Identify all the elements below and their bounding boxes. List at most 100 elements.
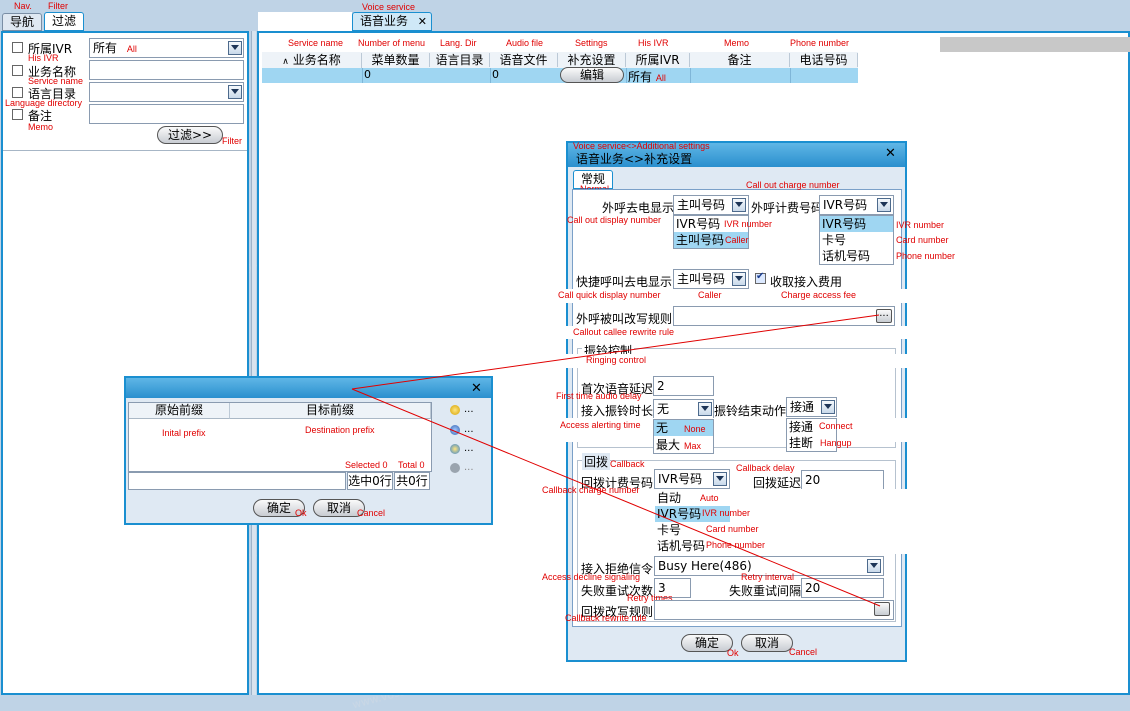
dropdown-option[interactable]: 话机号码 [820,248,893,264]
col-label: 原始前缀 [154,403,203,417]
annotation: All [126,44,137,54]
tab-normal[interactable]: 常规 [573,170,613,189]
dropdown-option[interactable]: IVR号码 [674,216,748,232]
more-icon: ... [464,462,474,473]
col-service-name[interactable]: ∧ 业务名称 [262,53,362,69]
callback-charge-select[interactable]: IVR号码 [654,469,730,489]
option-label: 挂断 [789,436,814,450]
filter-tab[interactable]: 过滤 [44,12,84,31]
voice-service-tab[interactable]: 语音业务 ✕ [352,12,432,31]
memo-input[interactable] [89,104,244,124]
col-audio-file[interactable]: 语音文件 [490,53,558,67]
col-destination-prefix[interactable]: 目标前缀 [230,403,431,419]
divider [690,68,691,83]
delete-icon[interactable] [450,463,460,473]
col-label: 菜单数量 [371,53,420,67]
settings-dialog-titlebar[interactable] [568,143,905,167]
dropdown-option[interactable]: 自动 [655,490,730,506]
name-input[interactable] [89,60,244,80]
charge-access-checkbox[interactable] [755,271,766,284]
nav-tab[interactable]: 导航 [2,13,42,31]
retry-interval-input[interactable]: 20 [801,578,884,598]
close-icon[interactable]: ✕ [885,146,896,161]
option-label: 话机号码 [657,539,706,553]
name-checkbox[interactable] [12,65,23,76]
col-memo[interactable]: 备注 [690,53,790,67]
chevron-down-icon[interactable] [877,198,891,212]
callback-rewrite-input[interactable] [654,600,894,620]
dropdown-option[interactable]: 接通 [787,419,836,435]
dropdown-option[interactable]: IVR号码 [655,506,730,522]
chevron-down-icon[interactable] [228,41,242,55]
refresh-icon[interactable] [450,444,460,454]
ok-button[interactable]: 确定 [681,634,733,652]
dropdown-option[interactable]: 无 [654,420,713,436]
divider [626,68,627,83]
filter-tab-label: 过滤 [51,14,76,28]
selected-count-value: 选中0行 [348,474,392,488]
decline-select[interactable]: Busy Here(486) [654,556,884,576]
more-icon[interactable]: ... [876,309,892,323]
chevron-down-icon[interactable] [732,272,746,286]
annotation: IVR number [724,219,773,229]
dropdown-option[interactable]: 话机号码 [655,538,730,554]
annotation: Nav. [14,1,32,11]
callee-rewrite-label: 外呼被叫改写规则 [576,312,673,326]
annotation: Memo [724,38,750,48]
col-menu-count[interactable]: 菜单数量 [362,53,430,67]
annotation-strip [556,326,912,339]
dropdown-option[interactable]: IVR号码 [820,216,893,232]
dropdown-option[interactable]: 挂断 [787,435,836,451]
memo-checkbox[interactable] [12,109,23,120]
col-initial-prefix[interactable]: 原始前缀 [129,403,230,419]
callback-legend: 回拨 [582,453,611,470]
lang-checkbox[interactable] [12,87,23,98]
first-delay-input[interactable]: 2 [653,376,714,396]
ivr-select[interactable]: 所有 All [89,38,244,58]
annotation: Access alerting time [560,420,641,430]
lang-select[interactable] [89,82,244,102]
close-icon[interactable]: ✕ [417,15,427,28]
callout-charge-value: IVR号码 [823,198,868,212]
prefix-cancel-label: 取消 [326,501,351,515]
chevron-down-icon[interactable] [821,400,835,414]
annotation: Cancel [357,508,386,518]
close-icon[interactable]: ✕ [471,381,482,396]
filter-button[interactable]: 过滤>> [157,126,223,144]
retry-times-input[interactable]: 3 [654,578,691,598]
edit-button[interactable]: 编辑 [560,67,624,83]
quick-display-select[interactable]: 主叫号码 [673,269,749,289]
option-label: IVR号码 [657,507,702,521]
ringing-fieldset [577,348,896,448]
prefix-ok-button[interactable]: 确定 [253,499,305,517]
dropdown-option[interactable]: 主叫号码 [674,232,748,248]
callout-charge-select[interactable]: IVR号码 [819,195,894,215]
annotation: Language directory [5,98,83,108]
chevron-down-icon[interactable] [228,85,242,99]
annotation: Retry interval [741,572,795,582]
prefix-ok-label: 确定 [266,501,291,515]
splitter[interactable] [251,31,256,695]
dropdown-option[interactable]: 卡号 [820,232,893,248]
col-ivr[interactable]: 所属IVR [626,53,690,67]
annotation: Hangup [820,438,852,448]
add-icon[interactable] [450,405,460,415]
cancel-button[interactable]: 取消 [741,634,793,652]
dropdown-option[interactable]: 卡号 [655,522,730,538]
callout-display-value: 主叫号码 [677,198,726,212]
dropdown-option[interactable]: 最大 [654,437,713,453]
col-lang-dir[interactable]: 语言目录 [430,53,490,67]
col-phone[interactable]: 电话号码 [790,53,858,67]
callout-display-select[interactable]: 主叫号码 [673,195,749,215]
prefix-dialog-titlebar[interactable] [126,378,491,398]
chevron-down-icon[interactable] [732,198,746,212]
chevron-down-icon[interactable] [867,559,881,573]
chevron-down-icon[interactable] [713,472,727,486]
annotation: Connect [819,421,853,431]
annotation: Caller [698,290,722,300]
chevron-down-icon[interactable] [698,402,712,416]
ivr-checkbox[interactable] [12,42,23,53]
edit-icon[interactable] [450,425,460,435]
prefix-cancel-button[interactable]: 取消 [313,499,365,517]
col-settings[interactable]: 补充设置 [558,53,626,67]
